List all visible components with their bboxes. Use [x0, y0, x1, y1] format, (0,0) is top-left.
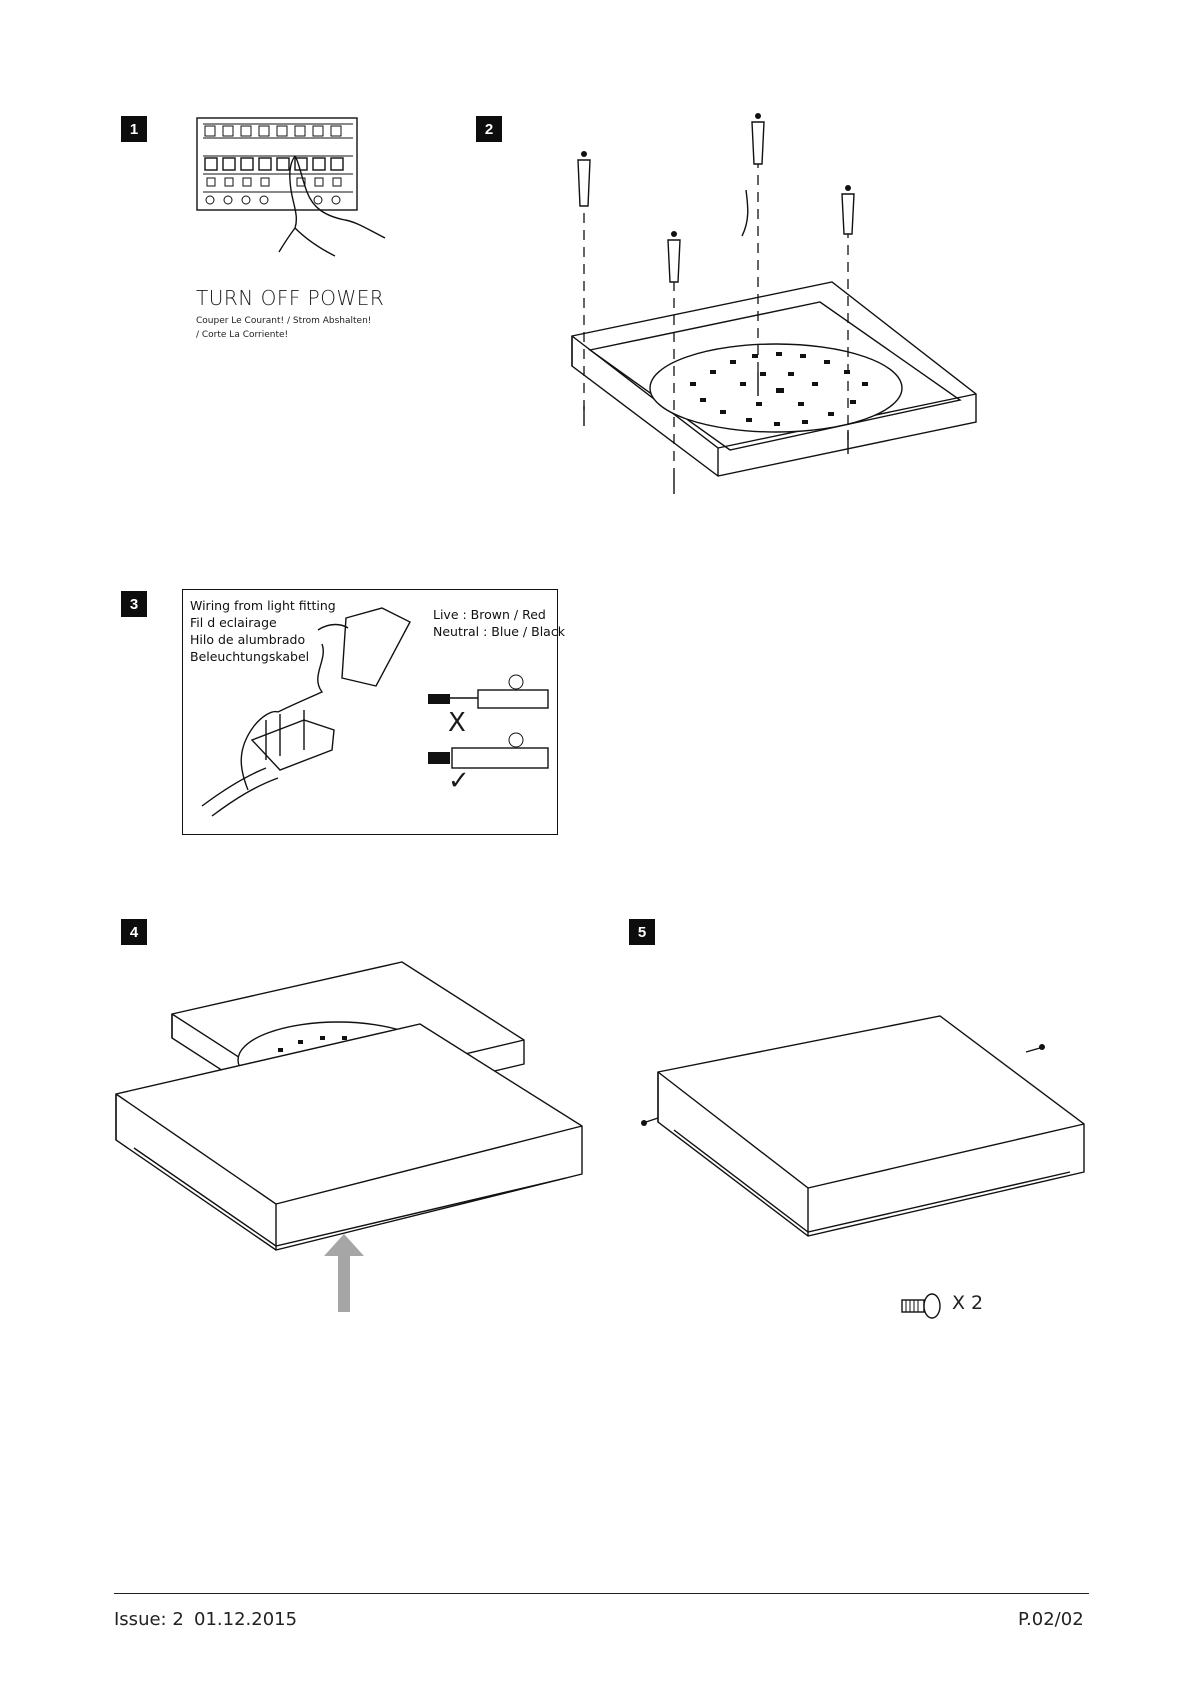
wrong-mark: X [448, 708, 466, 738]
step-number-4: 4 [121, 919, 147, 945]
step-number-5: 5 [629, 919, 655, 945]
issue-label: Issue: 2 [114, 1609, 184, 1630]
right-mark: ✓ [448, 766, 470, 796]
neutral-label: Neutral : Blue / Black [433, 623, 565, 640]
turn-off-power-title: TURN OFF POWER [196, 286, 384, 310]
terminal-block-illustration [196, 600, 426, 826]
wire-strip-comparison [426, 676, 556, 800]
footer-rule [114, 1593, 1089, 1594]
screw-count: X 2 [952, 1292, 983, 1314]
screw-icon [900, 1292, 948, 1322]
issue-date: 01.12.2015 [194, 1609, 297, 1630]
turn-off-power-subtitle-1: Couper Le Courant! / Strom Abshalten! [196, 314, 371, 328]
step-number-2: 2 [476, 116, 502, 142]
fixture-attach-illustration [110, 956, 590, 1376]
step-number-3: 3 [121, 591, 147, 617]
turn-off-power-subtitle-2: / Corte La Corriente! [196, 328, 288, 342]
live-label: Live : Brown / Red [433, 606, 546, 623]
fixed-fixture-illustration [640, 1012, 1090, 1242]
page-number: P.02/02 [1018, 1609, 1084, 1630]
step-number-1: 1 [121, 116, 147, 142]
breaker-panel-illustration [195, 116, 395, 276]
mounting-plate-illustration [570, 110, 990, 530]
